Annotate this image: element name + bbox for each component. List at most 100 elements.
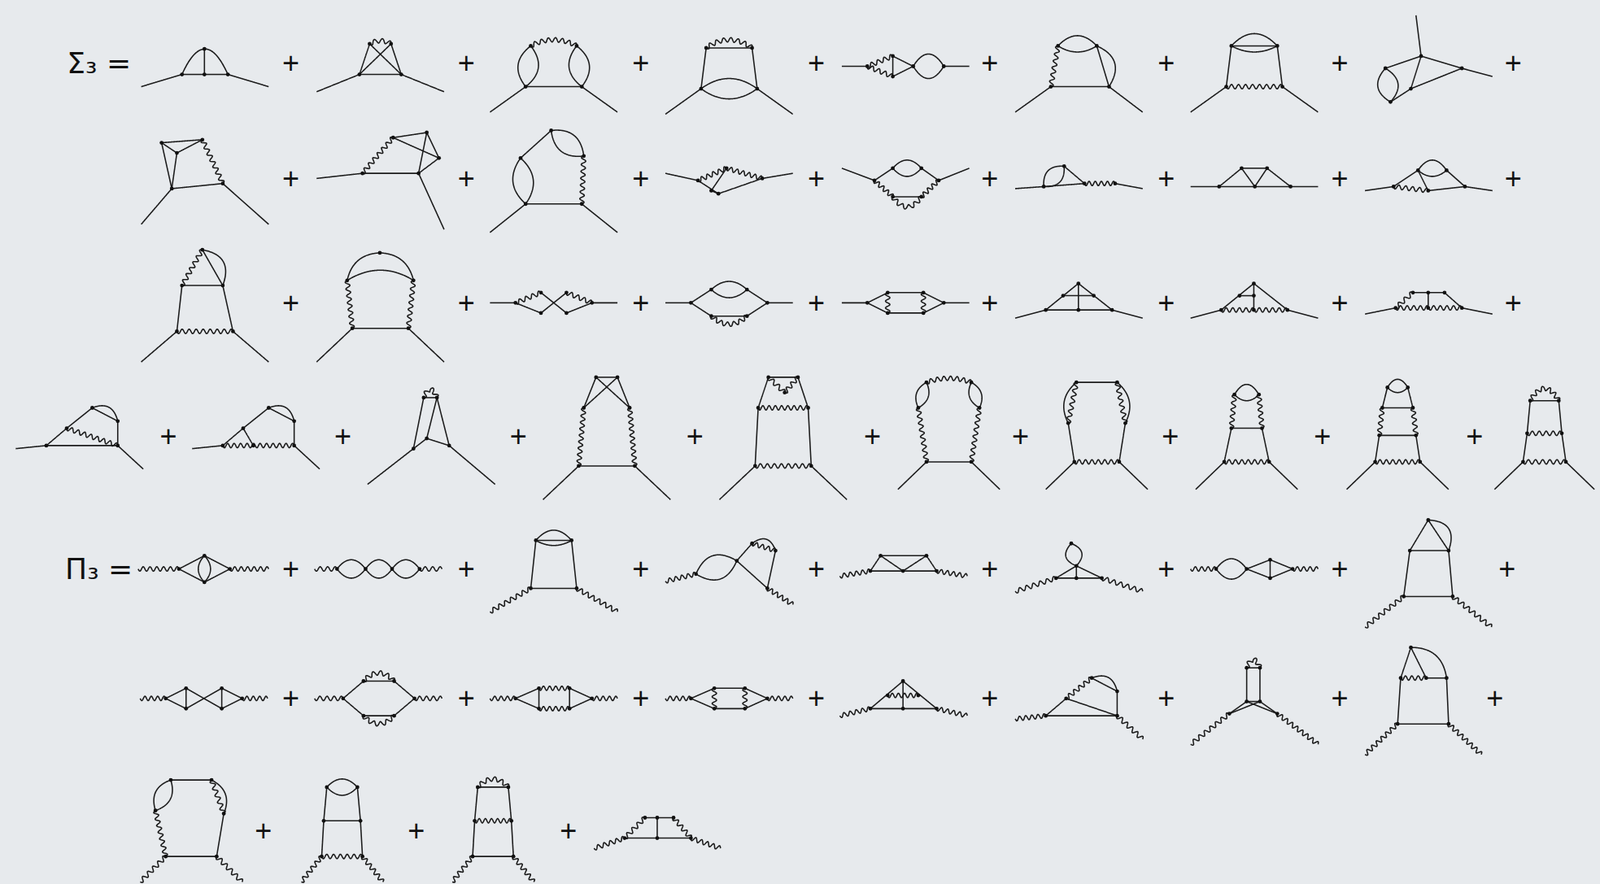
fermion-line bbox=[155, 780, 173, 811]
fermion-line bbox=[141, 188, 173, 225]
vertex-dot bbox=[536, 686, 541, 691]
fermion-line bbox=[392, 569, 420, 579]
fermion-line bbox=[394, 681, 415, 699]
vertex-dot bbox=[1099, 575, 1104, 580]
vertex-dot bbox=[1463, 184, 1468, 189]
fermion-line bbox=[690, 688, 715, 699]
vertex-dot bbox=[1267, 460, 1272, 465]
fermion-line bbox=[186, 688, 223, 709]
fermion-line bbox=[1382, 387, 1387, 408]
fermion-line bbox=[321, 820, 324, 857]
fermion-line bbox=[584, 377, 597, 409]
fermion-line bbox=[701, 88, 758, 100]
vertex-dot bbox=[424, 130, 429, 136]
fermion-line bbox=[222, 285, 234, 332]
photon-line bbox=[576, 588, 618, 612]
vertex-dot bbox=[655, 815, 660, 820]
fermion-line bbox=[551, 130, 585, 157]
plus-sign: + bbox=[559, 816, 577, 846]
fermion-line bbox=[710, 281, 747, 290]
vertex-dot bbox=[363, 566, 368, 572]
fermion-line bbox=[1494, 462, 1523, 490]
fermion-line bbox=[117, 445, 144, 470]
vertex-dot bbox=[709, 287, 714, 293]
vertex-dot bbox=[977, 405, 982, 410]
plus-sign: + bbox=[1331, 164, 1349, 194]
vertex-dot bbox=[924, 553, 929, 559]
photon-line bbox=[230, 566, 270, 572]
vertex-dot bbox=[921, 290, 926, 295]
fermion-line bbox=[923, 302, 944, 314]
fermion-line bbox=[293, 421, 296, 446]
vertex-dot bbox=[1256, 392, 1261, 397]
vertex-dot bbox=[292, 418, 297, 423]
vertex-dot bbox=[756, 405, 761, 410]
fermion-line bbox=[1116, 691, 1119, 716]
fermion-line bbox=[1216, 569, 1247, 580]
vertex-dot bbox=[115, 444, 120, 449]
fermion-line bbox=[204, 555, 230, 569]
vertex-dot bbox=[183, 686, 188, 691]
fermion-line bbox=[1091, 675, 1117, 692]
fermion-line bbox=[363, 680, 395, 683]
fermion-line bbox=[1241, 167, 1267, 170]
vertex-dot bbox=[435, 396, 440, 401]
vertex-dot bbox=[1442, 290, 1447, 295]
vertex-dot bbox=[1076, 281, 1081, 286]
vertex-dot bbox=[901, 679, 906, 684]
fermion-line bbox=[581, 204, 618, 233]
fermion-line bbox=[1409, 549, 1449, 552]
fermion-line bbox=[1220, 283, 1254, 311]
vertex-dot bbox=[1259, 426, 1265, 431]
vertex-dot bbox=[1280, 84, 1285, 89]
fermion-line bbox=[323, 819, 361, 822]
plus-sign: + bbox=[632, 288, 650, 319]
photon-line bbox=[452, 856, 473, 883]
photon-line bbox=[1102, 577, 1143, 592]
vertex-dot bbox=[919, 195, 924, 200]
vertex-dot bbox=[1251, 308, 1256, 313]
vertex-dot bbox=[1063, 696, 1069, 701]
vertex-dot bbox=[1258, 699, 1263, 704]
photon-line bbox=[1256, 394, 1265, 428]
photon-line bbox=[1522, 459, 1566, 465]
fermion-line bbox=[892, 56, 894, 77]
photon-line bbox=[419, 566, 443, 572]
fermion-line bbox=[1269, 559, 1272, 579]
plus-sign: + bbox=[980, 164, 999, 194]
vertex-dot bbox=[391, 135, 396, 140]
vertex-dot bbox=[1447, 722, 1452, 727]
photon-line bbox=[767, 588, 794, 605]
fermion-line bbox=[204, 569, 230, 583]
photon-line bbox=[489, 587, 531, 614]
photon-line bbox=[726, 167, 763, 180]
vertex-dot bbox=[344, 278, 349, 283]
fermion-line bbox=[714, 687, 746, 689]
fermion-line bbox=[472, 820, 476, 857]
plus-sign: + bbox=[457, 684, 476, 714]
fermion-line bbox=[268, 405, 294, 422]
vertex-dot bbox=[765, 300, 770, 306]
vertex-dot bbox=[688, 696, 694, 701]
vertex-dot bbox=[417, 566, 422, 572]
plus-sign: + bbox=[1504, 288, 1522, 319]
vertex-dot bbox=[581, 153, 586, 158]
fermion-line bbox=[1379, 435, 1417, 437]
fermion-line bbox=[1417, 160, 1447, 171]
fermion-line bbox=[754, 407, 759, 466]
fermion-line bbox=[66, 407, 92, 428]
fermion-line bbox=[645, 817, 674, 820]
vertex-dot bbox=[712, 706, 717, 711]
vertex-dot bbox=[361, 714, 367, 719]
vertex-dot bbox=[539, 311, 544, 316]
vertex-dot bbox=[226, 72, 231, 77]
fermion-line bbox=[178, 555, 205, 569]
fermion-line bbox=[536, 540, 572, 542]
fermion-line bbox=[185, 688, 188, 709]
fermion-line bbox=[690, 289, 711, 303]
vertex-dot bbox=[200, 137, 205, 142]
photon-line bbox=[1084, 181, 1116, 186]
vertex-dot bbox=[1252, 184, 1257, 189]
photon-line bbox=[969, 407, 981, 462]
fermion-line bbox=[887, 312, 924, 314]
